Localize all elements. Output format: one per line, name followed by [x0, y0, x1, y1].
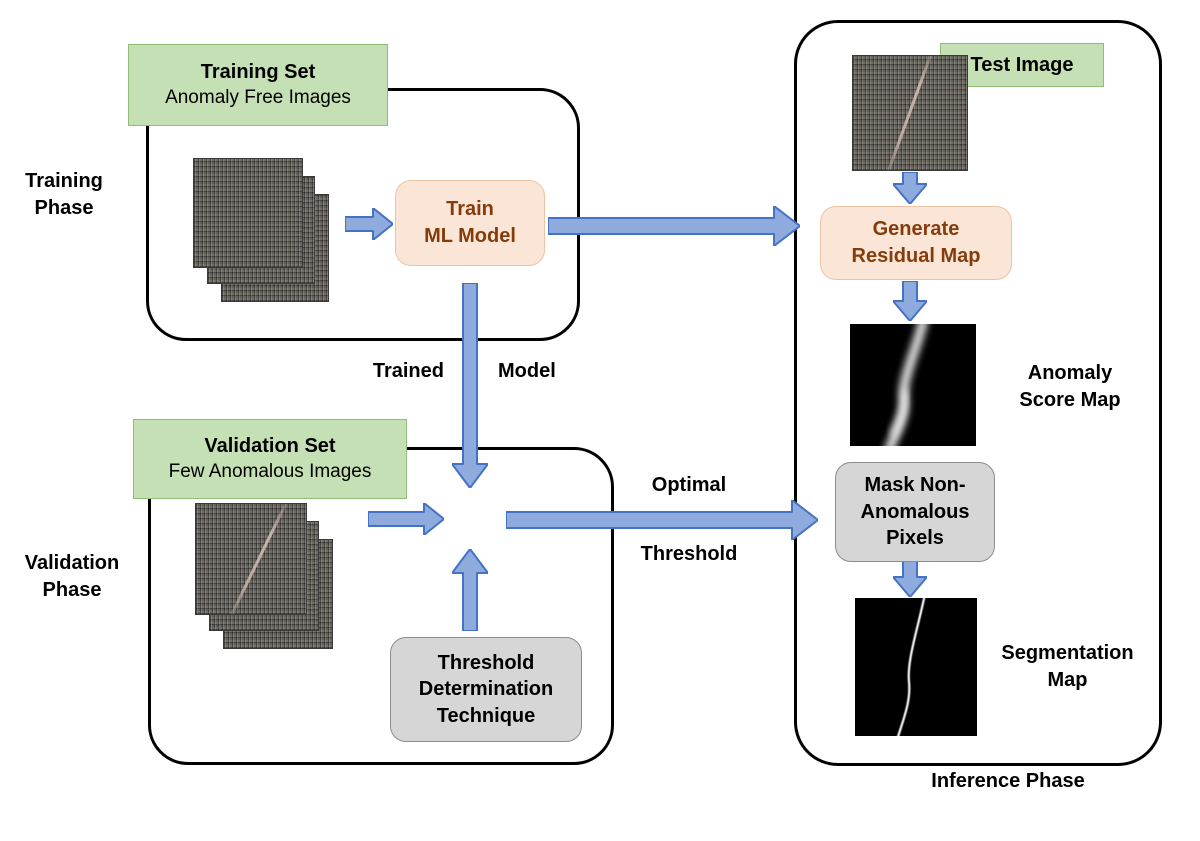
arrow-mask-to-segmentation — [893, 561, 927, 597]
arrow-threshold-to-mask — [506, 500, 818, 540]
inference-phase-container — [794, 20, 1162, 766]
mask-non-anomalous-label: Mask Non- Anomalous Pixels — [860, 474, 970, 550]
anomaly-scratch — [225, 504, 291, 614]
arrow-trainmodel-to-residual — [548, 206, 800, 246]
trained-label: Trained — [372, 360, 444, 382]
train-ml-model-box: Train ML Model — [395, 180, 545, 266]
anomaly-score-map-label: Anomaly Score Map — [1019, 362, 1121, 411]
threshold-determination-label: Threshold Determination Technique — [418, 651, 554, 727]
training-set-title: Training Set — [200, 61, 316, 84]
arrow-residual-to-scoremap — [893, 281, 927, 321]
training-set-subtitle: Anomaly Free Images — [165, 87, 351, 109]
arrow-trainedmodel-down — [452, 283, 488, 488]
generate-residual-map-box: Generate Residual Map — [820, 206, 1012, 280]
test-image-label: Test Image — [970, 53, 1074, 76]
model-label: Model — [498, 360, 556, 382]
test-image-scratch — [882, 56, 936, 170]
training-set-box: Training Set Anomaly Free Images — [128, 44, 388, 126]
arrow-trainingset-to-trainmodel — [345, 208, 393, 240]
training-image-front — [193, 158, 303, 268]
threshold-label: Threshold — [640, 543, 738, 565]
anomaly-score-map-image — [850, 324, 976, 446]
optimal-label: Optimal — [651, 474, 727, 496]
generate-residual-map-label: Generate Residual Map — [851, 218, 981, 267]
validation-image-stack — [195, 503, 345, 659]
inference-phase-label: Inference Phase — [931, 770, 1085, 792]
arrow-testimage-to-residual — [893, 172, 927, 204]
threshold-determination-box: Threshold Determination Technique — [390, 637, 582, 742]
validation-set-subtitle: Few Anomalous Images — [168, 461, 372, 483]
arrow-thresholdbox-up — [452, 549, 488, 631]
mask-non-anomalous-box: Mask Non- Anomalous Pixels — [835, 462, 995, 562]
training-image-stack — [193, 158, 335, 308]
training-phase-label: Training Phase — [25, 170, 103, 219]
segmentation-map-label: Segmentation Map — [1001, 642, 1134, 691]
validation-phase-label: Validation Phase — [24, 552, 120, 601]
validation-set-box: Validation Set Few Anomalous Images — [133, 419, 407, 499]
arrow-validationset-to-convergence — [368, 503, 444, 535]
segmentation-map-image — [855, 598, 977, 736]
test-image — [852, 55, 968, 171]
validation-image-front — [195, 503, 307, 615]
train-ml-model-label: Train ML Model — [424, 198, 516, 247]
validation-set-title: Validation Set — [204, 435, 336, 458]
